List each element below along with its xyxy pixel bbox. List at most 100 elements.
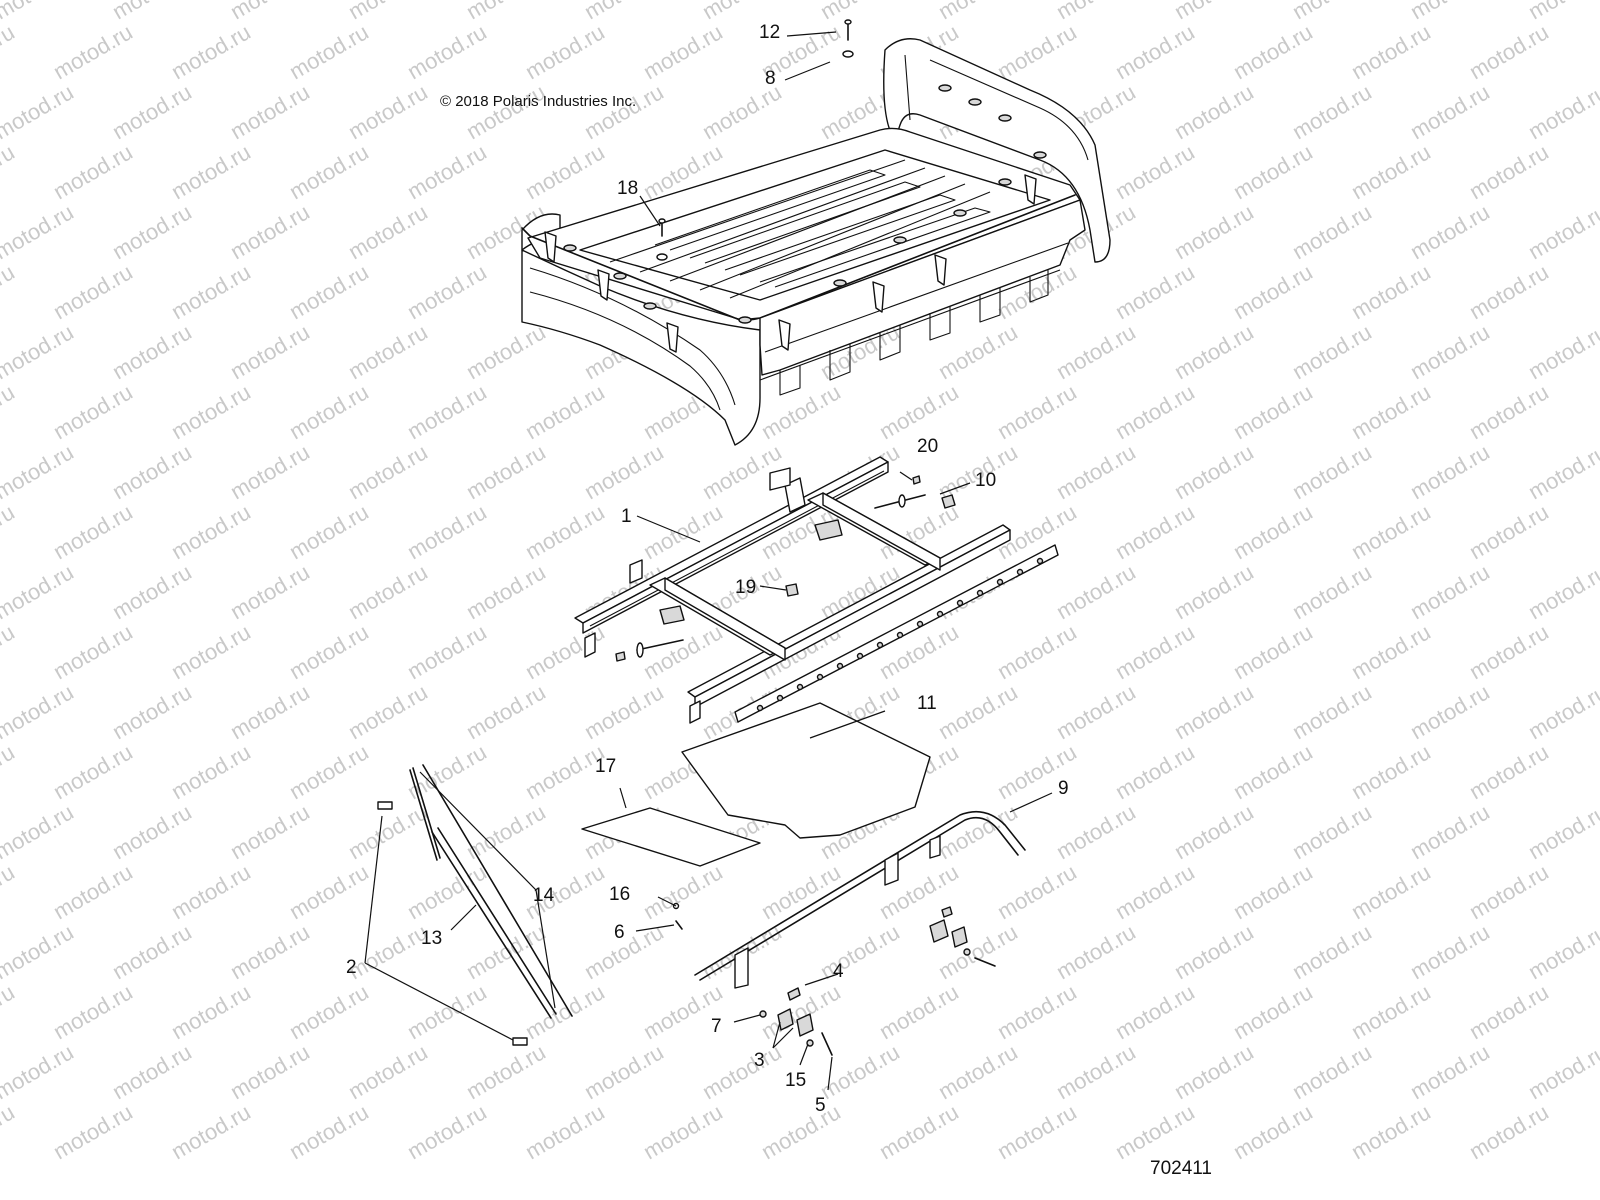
watermark-text: motod.ru (1524, 1039, 1600, 1104)
watermark-text: motod.ru (49, 19, 137, 84)
watermark-text: motod.ru (49, 1099, 137, 1164)
watermark-text: motod.ru (108, 919, 196, 984)
watermark-text: motod.ru (1229, 979, 1317, 1044)
watermark-text: motod.ru (521, 379, 609, 444)
watermark-text: motod.ru (0, 1099, 19, 1164)
watermark-text: motod.ru (875, 379, 963, 444)
watermark-text: motod.ru (108, 559, 196, 624)
watermark-text: motod.ru (462, 919, 550, 984)
watermark-text: motod.ru (1288, 1039, 1376, 1104)
callout-11: 11 (917, 693, 937, 714)
watermark-text: motod.ru (1052, 319, 1140, 384)
watermark-text: motod.ru (1170, 919, 1258, 984)
watermark-text: motod.ru (108, 799, 196, 864)
watermark-text: motod.ru (1229, 139, 1317, 204)
watermark-text: motod.ru (1347, 139, 1435, 204)
watermark-text: motod.ru (167, 979, 255, 1044)
watermark-text: motod.ru (934, 919, 1022, 984)
watermark-text: motod.ru (993, 859, 1081, 924)
watermark-text: motod.ru (0, 559, 78, 624)
watermark-text: motod.ru (226, 319, 314, 384)
frame-1 (574, 456, 1059, 724)
watermark-text: motod.ru (1229, 619, 1317, 684)
watermark-text: motod.ru (1347, 979, 1435, 1044)
watermark-text: motod.ru (403, 499, 491, 564)
watermark-text: motod.ru (0, 259, 19, 324)
watermark-text: motod.ru (344, 559, 432, 624)
watermark-text: motod.ru (1406, 319, 1494, 384)
callout-4: 4 (833, 961, 844, 982)
watermark-text: motod.ru (1111, 739, 1199, 804)
watermark-text: motod.ru (934, 1039, 1022, 1104)
watermark-text: motod.ru (285, 979, 373, 1044)
watermark-text: motod.ru (1465, 19, 1553, 84)
watermark-text: motod.ru (1111, 19, 1199, 84)
watermark-text: motod.ru (403, 739, 491, 804)
watermark-text: motod.ru (1288, 919, 1376, 984)
watermark-text: motod.ru (1347, 379, 1435, 444)
watermark-text: motod.ru (1465, 979, 1553, 1044)
watermark-text: motod.ru (1406, 199, 1494, 264)
copyright-text: © 2018 Polaris Industries Inc. (440, 93, 636, 110)
callout-17: 17 (595, 756, 616, 777)
watermark-text: motod.ru (1347, 739, 1435, 804)
watermark-text: motod.ru (1347, 1099, 1435, 1164)
watermark-text: motod.ru (226, 919, 314, 984)
watermark-text: motod.ru (167, 379, 255, 444)
watermark-text: motod.ru (167, 499, 255, 564)
watermark-text: motod.ru (639, 859, 727, 924)
watermark-text: motod.ru (993, 1099, 1081, 1164)
watermark-text: motod.ru (757, 379, 845, 444)
watermark-text: motod.ru (226, 1039, 314, 1104)
watermark-text: motod.ru (403, 379, 491, 444)
pin-2-lower (512, 1037, 528, 1046)
watermark-text: motod.ru (167, 739, 255, 804)
watermark-text: motod.ru (1288, 559, 1376, 624)
watermark-text: motod.ru (1052, 559, 1140, 624)
watermark-text: motod.ru (285, 19, 373, 84)
watermark-text: motod.ru (698, 79, 786, 144)
watermark-text: motod.ru (0, 499, 19, 564)
watermark-text: motod.ru (993, 619, 1081, 684)
watermark-text: motod.ru (1524, 919, 1600, 984)
callout-18: 18 (617, 178, 638, 199)
callout-8: 8 (765, 68, 776, 89)
watermark-text: motod.ru (0, 379, 19, 444)
watermark-text: motod.ru (639, 19, 727, 84)
watermark-text: motod.ru (226, 79, 314, 144)
watermark-text: motod.ru (285, 139, 373, 204)
watermark-text: motod.ru (1170, 79, 1258, 144)
watermark-text: motod.ru (1111, 979, 1199, 1044)
watermark-text: motod.ru (521, 1099, 609, 1164)
watermark-text: motod.ru (1465, 739, 1553, 804)
bolt-10 (874, 494, 956, 509)
watermark-text: motod.ru (0, 619, 19, 684)
watermark-text: motod.ru (49, 739, 137, 804)
watermark-text: motod.ru (521, 499, 609, 564)
watermark-text: motod.ru (167, 19, 255, 84)
watermark-text: motod.ru (1229, 259, 1317, 324)
watermark-text: motod.ru (1288, 439, 1376, 504)
watermark-text: motod.ru (1052, 439, 1140, 504)
watermark-text: motod.ru (1406, 679, 1494, 744)
watermark-text: motod.ru (108, 319, 196, 384)
watermark-text: motod.ru (1229, 379, 1317, 444)
watermark-text: motod.ru (521, 139, 609, 204)
watermark-text: motod.ru (1170, 439, 1258, 504)
watermark-text: motod.ru (521, 979, 609, 1044)
watermark-text: motod.ru (0, 439, 78, 504)
watermark-text: motod.ru (49, 259, 137, 324)
watermark-text: motod.ru (49, 139, 137, 204)
watermark-text: motod.ru (462, 679, 550, 744)
watermark-text: motod.ru (403, 619, 491, 684)
watermark-text: motod.ru (1288, 199, 1376, 264)
watermark-text: motod.ru (0, 19, 19, 84)
watermark-text: motod.ru (875, 979, 963, 1044)
watermark-text: motod.ru (1111, 859, 1199, 924)
watermark-text: motod.ru (0, 859, 19, 924)
callout-13: 13 (421, 928, 442, 949)
watermark-text: motod.ru (1465, 1099, 1553, 1164)
watermark-text: motod.ru (875, 1099, 963, 1164)
screw-6 (675, 920, 683, 930)
watermark-text: motod.ru (0, 79, 78, 144)
